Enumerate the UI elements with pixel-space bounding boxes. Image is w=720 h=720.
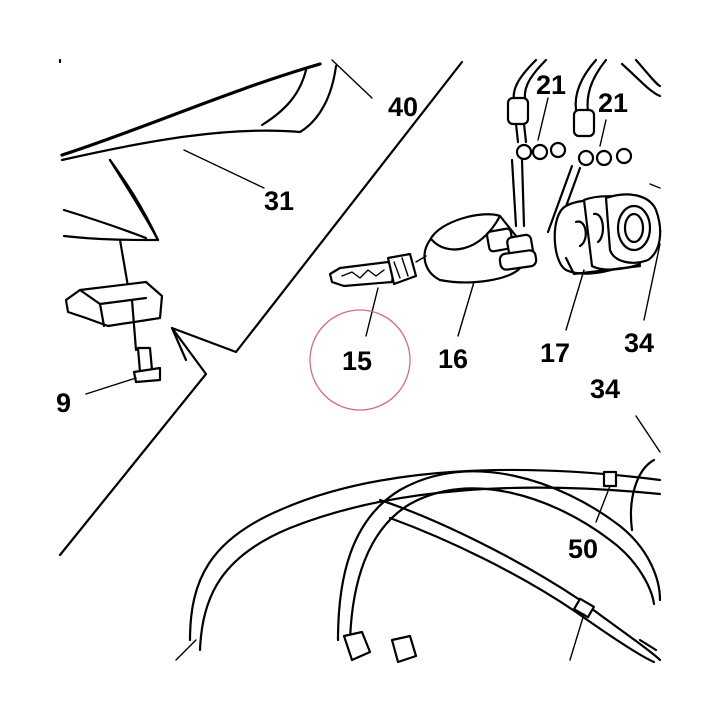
highlight-circle xyxy=(309,309,411,411)
part-21-connectors xyxy=(506,58,662,189)
part-9-bracket xyxy=(64,238,164,395)
callout-21b: 21 xyxy=(598,88,628,118)
washer-icon xyxy=(577,149,595,167)
callout-34a: 34 xyxy=(624,328,654,358)
part-31-cover xyxy=(60,62,338,242)
frame-lines xyxy=(58,58,464,557)
nut-icon xyxy=(615,147,633,165)
washer-icon xyxy=(515,143,533,161)
part-16-cylinder xyxy=(415,213,538,337)
nut-icon xyxy=(549,141,567,159)
callout-40: 40 xyxy=(388,92,418,122)
leader-9 xyxy=(85,377,137,395)
hose-clip-icon xyxy=(572,597,596,619)
callout-34b: 34 xyxy=(590,374,620,404)
washer-icon xyxy=(531,143,549,161)
callout-17: 17 xyxy=(540,338,570,368)
part-17-clamp-assembly xyxy=(553,193,662,331)
callout-50: 50 xyxy=(568,534,598,564)
hose-end-fitting xyxy=(342,630,372,662)
hoses-and-part-50 xyxy=(175,468,662,664)
hose-clip-icon xyxy=(602,470,618,488)
part-34-bracket xyxy=(629,458,656,532)
part-15-plug-pin xyxy=(328,252,418,337)
leader-16 xyxy=(457,281,475,337)
hose-end-fitting xyxy=(390,634,418,664)
callout-9: 9 xyxy=(56,388,71,418)
leader-21a xyxy=(537,97,549,141)
callout-31: 31 xyxy=(264,186,294,216)
callout-15: 15 xyxy=(342,346,372,376)
callout-21a: 21 xyxy=(536,70,566,100)
ring-opening xyxy=(616,204,652,252)
leader-40 xyxy=(331,59,373,99)
leader-34b xyxy=(635,415,661,453)
leader-21b xyxy=(599,119,607,147)
wire-leads xyxy=(510,158,582,236)
leader-17 xyxy=(565,269,585,331)
washer-icon xyxy=(595,149,613,167)
callout-16: 16 xyxy=(438,344,468,374)
leader-50 xyxy=(595,485,611,523)
leader-34a xyxy=(643,243,661,321)
